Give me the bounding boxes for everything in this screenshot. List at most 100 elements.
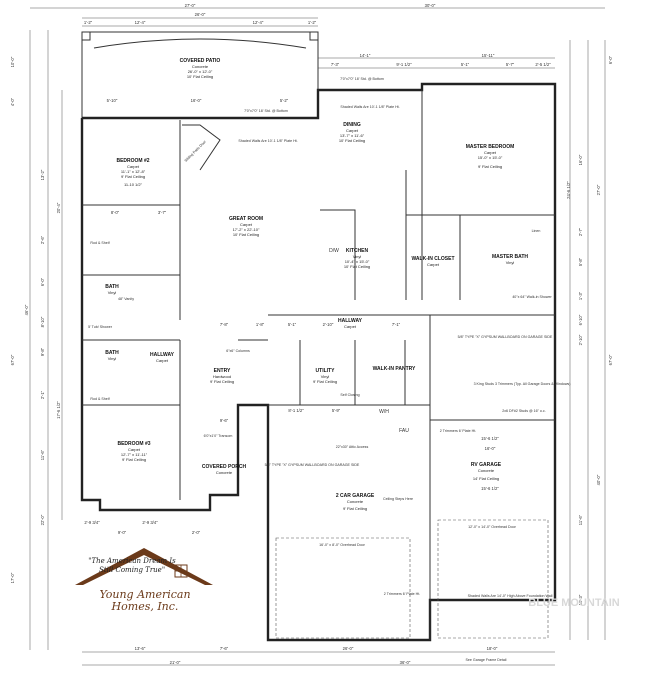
dim-left-l: 22'-0"	[40, 514, 45, 525]
dim-int-c: 5'-2"	[280, 98, 289, 103]
dim-left-i: 2'-1"	[40, 390, 45, 399]
dim-patio-e: 1'-2"	[308, 20, 317, 25]
dim-right-m: 16'-3"	[578, 594, 583, 605]
master-bedroom-title: MASTER BEDROOM	[466, 144, 515, 150]
dim-right-i: 2'-10"	[578, 334, 583, 345]
dim-int-r: 16'-0"	[485, 446, 496, 451]
bath1-line1: Vinyl	[108, 290, 117, 295]
patio-post-right	[309, 31, 319, 41]
dim-bottom-c: 26'-0"	[343, 646, 354, 651]
bath2-title: BATH	[105, 350, 119, 356]
overhead-door-2-outline	[437, 519, 549, 639]
car-garage-title: 2 CAR GARAGE	[336, 493, 375, 499]
bedroom3-title: BEDROOM #3	[117, 441, 150, 447]
dim-top-27: 27'-0"	[185, 3, 196, 8]
note-transom: 6'0"x1'0" Transom	[204, 434, 233, 438]
dim-int-l: 2'-9 3/4"	[142, 520, 158, 525]
bedroom2-line3: 9' Flat Ceiling	[121, 174, 145, 179]
entry-title: ENTRY	[214, 368, 231, 374]
patio-line2: 26'-0" x 12'-0"	[188, 69, 213, 74]
note-tub-shower: 5' Tub/ Shower	[88, 325, 113, 329]
note-ceiling-steps: Ceiling Steps Here	[383, 497, 413, 501]
dim-house-g: 2'-5 1/2"	[535, 62, 551, 67]
dim-int-f: 7'-8"	[220, 322, 229, 327]
hallway2-title: HALLWAY	[338, 318, 363, 324]
note-self-closing: Self Closing	[340, 393, 359, 397]
note-shaded-walls-mid: Shaded Walls Are 10'-1 1/8" Plate Ht.	[238, 139, 297, 143]
kitchen-line2: 10'-4" x 15'-0"	[345, 259, 370, 264]
pantry-title: WALK-IN PANTRY	[373, 366, 416, 372]
dim-right-c: 27'-0"	[596, 184, 601, 195]
bedroom3-line3: 9' Flat Ceiling	[122, 457, 146, 462]
utility-line1: Vinyl	[321, 374, 330, 379]
left-dimension-lines	[29, 30, 63, 650]
utility-line2: 9' Flat Ceiling	[313, 379, 337, 384]
rv-garage-line2: 14' Flat Ceiling	[473, 476, 499, 481]
patio-title: COVERED PATIO	[180, 58, 221, 64]
dim-int-s: 15'-6 1/2"	[481, 486, 499, 491]
note-linen: Linen	[532, 229, 541, 233]
car-garage-line2: 9' Flat Ceiling	[343, 506, 367, 511]
dim-int-a: 5'-10"	[107, 98, 118, 103]
dim-house-f: 5'-7"	[506, 62, 515, 67]
note-fau: FAU	[399, 428, 409, 434]
dim-left-g: 8'-10"	[40, 316, 45, 327]
hallway2-line1: Carpet	[344, 324, 357, 329]
master-bedroom-line1: Carpet	[484, 150, 497, 155]
master-bedroom-line3: 9' Flat Ceiling	[478, 164, 502, 169]
note-rod-shelf-2: Rod & Shelf	[90, 397, 109, 401]
entry-line1: Hardwood	[213, 374, 231, 379]
note-rod-shelf: Rod & Shelf	[90, 241, 109, 245]
master-bedroom-line2: 15'-0" x 15'-0"	[478, 155, 503, 160]
note-walk-in-shower: 40"x 64" Walk-in Shower	[512, 295, 552, 299]
dining-title: DINING	[343, 122, 361, 128]
great-room-line1: Carpet	[240, 222, 253, 227]
note-trimmers-2: 2 Trimmers 6' Plate Ht.	[384, 592, 420, 596]
logo-company-1: Young American	[99, 588, 190, 601]
dim-patio-c: 26'-0"	[195, 12, 206, 17]
dim-int-j: 7'-1"	[392, 322, 401, 327]
dim-right-l: 11'-6"	[578, 514, 583, 525]
dim-house-a: 7'-3"	[331, 62, 340, 67]
note-king-studs: 3 King Studs 3 Trimmers (Typ. All Garage…	[474, 382, 571, 386]
note-vanity: 48" Vanity	[118, 297, 134, 301]
dining-line3: 10' Flat Ceiling	[339, 138, 365, 143]
dim-house-e: 5'-1"	[461, 62, 470, 67]
dim-right-k: 40'-0"	[596, 474, 601, 485]
patio-line3: 10' Flat Ceiling	[187, 74, 213, 79]
dim-int-g: 1'-8"	[256, 322, 265, 327]
dim-bottom-e: 21'-0"	[170, 660, 181, 665]
dim-house-d: 15'-11"	[482, 53, 495, 58]
bath2-line1: Vinyl	[108, 356, 117, 361]
note-angled-window: Sliding Patio Door	[184, 139, 208, 163]
dim-left-f: 6'-0"	[40, 277, 45, 286]
dim-left-c: 13'-2"	[40, 169, 45, 180]
note-std-window-1: 7'0"x7'0" 18' Std. @ Bottom	[244, 109, 288, 113]
master-bath-line1: Vinyl	[506, 260, 515, 265]
note-attic-access: 22"x30" Attic Access	[336, 445, 369, 449]
note-columns: 6"x6" Columns	[226, 349, 250, 353]
dim-bottom-f: 36'-0"	[400, 660, 411, 665]
note-dw: D/W	[329, 248, 339, 254]
dim-right-f: 5'-8"	[578, 257, 583, 266]
dim-int-m: 9'-0"	[118, 530, 127, 535]
house-walls	[80, 82, 557, 642]
dining-line1: Carpet	[346, 128, 359, 133]
dim-left-e: 2'-6"	[40, 235, 45, 244]
dim-int-o: 9'-6"	[220, 418, 229, 423]
master-bath-title: MASTER BATH	[492, 254, 528, 260]
dim-int-t: 15'-6 1/2"	[481, 436, 499, 441]
note-overhead-door-2: 12'-0" x 14'-0" Overhead Door	[468, 525, 516, 529]
utility-title: UTILITY	[316, 368, 336, 374]
bedroom2-line2: 11'-1" x 12'-8"	[121, 169, 146, 174]
dim-int-i: 2'-10"	[323, 322, 334, 327]
great-room-title: GREAT ROOM	[229, 216, 263, 222]
great-room-line2: 17'-2" x 22'-10"	[233, 227, 260, 232]
dim-int-d: 8'-0"	[111, 210, 120, 215]
bedroom2-title: BEDROOM #2	[116, 158, 149, 164]
dim-right-e: 2'-7"	[578, 227, 583, 236]
dim-right-g: 1'-3"	[578, 291, 583, 300]
bedroom3-line2: 12'-7" x 11'-11"	[121, 452, 148, 457]
dim-left-h: 9'-8"	[40, 347, 45, 356]
